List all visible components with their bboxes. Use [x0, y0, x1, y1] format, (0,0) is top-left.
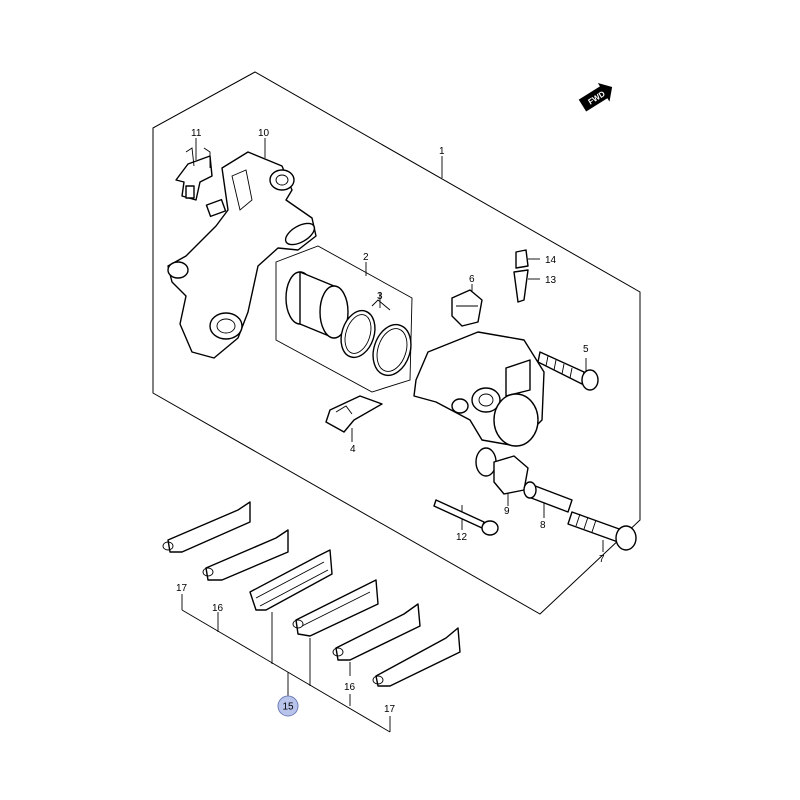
- caliper-bracket-part-10: [167, 151, 317, 359]
- callout-12: 12: [456, 532, 468, 543]
- callout-13: 13: [545, 275, 557, 286]
- bolt-part-5: [537, 351, 599, 391]
- shim-part-16-left: [202, 529, 289, 581]
- bolt-part-7: [567, 511, 637, 551]
- brake-pad-right: [292, 579, 379, 637]
- callout-9: 9: [504, 506, 510, 517]
- callout-3: 3: [377, 291, 383, 302]
- callout-1: 1: [439, 146, 445, 157]
- shim-part-16-right: [332, 603, 421, 661]
- callout-4: 4: [350, 444, 356, 455]
- seals-part-3: [340, 299, 412, 377]
- callout-15: 15: [282, 702, 294, 713]
- sleeve-boot-part-9: [493, 455, 529, 495]
- pad-retainer-part-4: [325, 395, 383, 433]
- callout-8: 8: [540, 520, 546, 531]
- callout-16-left: 16: [212, 603, 224, 614]
- brake-pad-left: [249, 549, 333, 611]
- pin-part-12: [433, 499, 499, 536]
- caliper-assembly-outline: [152, 71, 641, 615]
- pad-spring-clip-part-11: [175, 147, 213, 201]
- callout-17-right: 17: [384, 704, 396, 715]
- callout-7: 7: [599, 554, 605, 565]
- callout-11: 11: [191, 128, 202, 139]
- callout-16-right: 16: [344, 682, 356, 693]
- callout-labels: 1 2 3 4 5 6 7 8 9 10 11 12 13 14 17 16 1…: [176, 128, 605, 715]
- shim-part-17-left: [162, 501, 251, 553]
- bleeder-valve-part-13: [513, 269, 529, 303]
- boot-part-6: [451, 289, 483, 327]
- piston-part-2: [275, 245, 413, 393]
- sleeve-part-8: [523, 481, 573, 513]
- callout-14: 14: [545, 255, 557, 266]
- shim-part-17-right: [372, 627, 461, 687]
- callout-6: 6: [469, 274, 475, 285]
- callout-2: 2: [363, 252, 369, 263]
- callout-5: 5: [583, 344, 589, 355]
- forward-arrow-icon: FWD: [578, 83, 613, 112]
- caliper-housing: [413, 331, 545, 477]
- bleeder-cap-part-14: [515, 249, 529, 269]
- callout-15-hotspot[interactable]: 15: [277, 695, 299, 717]
- callout-10: 10: [258, 128, 270, 139]
- callout-17-left: 17: [176, 583, 188, 594]
- pad-set-bracket-lines: [181, 594, 391, 733]
